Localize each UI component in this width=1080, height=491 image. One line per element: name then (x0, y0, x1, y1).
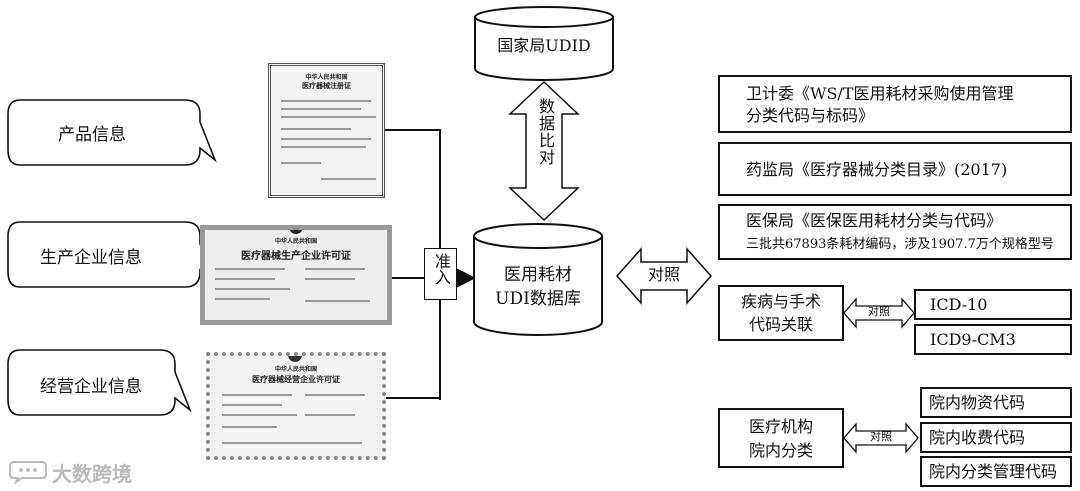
national-udid-database-icon (474, 6, 614, 81)
hospital-classification-line2: 院内分类 (748, 441, 813, 460)
udi-database-line2: UDI数据库 (495, 289, 581, 309)
disease-procedure-line1: 疾病与手术 (740, 292, 821, 311)
distribution-license-image: 中华人民共和国 医疗器械经营企业许可证 (206, 352, 386, 460)
bubble-manufacturer-info: 生产企业信息 (40, 248, 142, 268)
certificate-header: 中华人民共和国 (274, 238, 317, 245)
hospital-fee-code-box: 院内收费代码 (920, 422, 1072, 453)
wst-standard-line2: 分类代码与标码》 (746, 106, 875, 125)
nmpa-catalog-label: 药监局《医疗器械分类目录》(2017) (746, 160, 1008, 179)
watermark-logo-icon (9, 461, 47, 484)
hospital-compare-arrow-icon (843, 422, 919, 454)
emblem-icon (288, 356, 302, 362)
udi-database-icon (473, 223, 603, 336)
udi-database-line1: 医用耗材 (504, 265, 572, 285)
certificate-title: 医疗器械注册证 (302, 82, 351, 90)
emblem-icon (289, 230, 303, 234)
wst-standard-box: 卫计委《WS/T医用耗材采购使用管理 分类代码与标码》 (718, 75, 1072, 133)
manufacturing-license-image: 中华人民共和国 医疗器械生产企业许可证 (200, 225, 392, 325)
hospital-management-code-box: 院内分类管理代码 (920, 456, 1072, 487)
icd10-label: ICD-10 (930, 295, 988, 314)
watermark-text: 大数跨境 (52, 462, 132, 486)
admission-box: 准入 (424, 248, 457, 300)
hospital-material-code-box: 院内物资代码 (920, 387, 1072, 418)
bubble-distributor-info: 经营企业信息 (40, 377, 142, 397)
hospital-fee-code-label: 院内收费代码 (929, 428, 1026, 447)
bus-line (385, 129, 441, 400)
nhsa-code-box: 医保局《医保医用耗材分类与代码》 三批共67893条耗材编码，涉及1907.7万… (718, 204, 1072, 260)
certificate-header: 中华人民共和国 (274, 366, 317, 373)
hospital-classification-box: 医疗机构 院内分类 (718, 408, 844, 468)
bubble-product-info: 产品信息 (58, 125, 126, 145)
hospital-compare-label: 对照 (870, 430, 892, 443)
icd9-cm3-label: ICD9-CM3 (930, 330, 1016, 349)
hospital-material-code-label: 院内物资代码 (929, 393, 1026, 412)
compare-double-arrow-icon (615, 247, 713, 305)
compare-label: 对照 (647, 265, 680, 284)
nmpa-catalog-box: 药监局《医疗器械分类目录》(2017) (718, 142, 1072, 196)
disease-procedure-box: 疾病与手术 代码关联 (718, 285, 844, 341)
data-compare-label: 数据比对 (536, 98, 555, 166)
speech-bubble-icon (7, 99, 217, 166)
speech-bubble-icon (7, 349, 192, 416)
nhsa-code-line1: 医保局《医保医用耗材分类与代码》 (746, 211, 1003, 230)
bubble-shapes (7, 99, 217, 416)
national-udid-label: 国家局UDID (497, 36, 591, 55)
hospital-management-code-label: 院内分类管理代码 (929, 462, 1058, 481)
certificate-title: 医疗器械生产企业许可证 (241, 251, 351, 262)
disease-procedure-line2: 代码关联 (748, 315, 813, 334)
registration-certificate-image: 中华人民共和国 医疗器械注册证 (268, 63, 385, 198)
wst-standard-line1: 卫计委《WS/T医用耗材采购使用管理 (746, 84, 1014, 103)
certificate-title: 医疗器械经营企业许可证 (252, 375, 340, 384)
hospital-classification-line1: 医疗机构 (748, 417, 813, 436)
icd9-cm3-box: ICD9-CM3 (914, 324, 1072, 355)
data-compare-double-arrow-icon (508, 80, 580, 222)
admission-label: 准入 (432, 253, 451, 285)
speech-bubble-icon (7, 221, 217, 288)
disease-compare-label: 对照 (868, 305, 890, 318)
certificate-header: 中华人民共和国 (305, 74, 348, 81)
icd10-box: ICD-10 (914, 289, 1072, 320)
nhsa-code-line2: 三批共67893条耗材编码，涉及1907.7万个规格型号 (746, 237, 1054, 252)
